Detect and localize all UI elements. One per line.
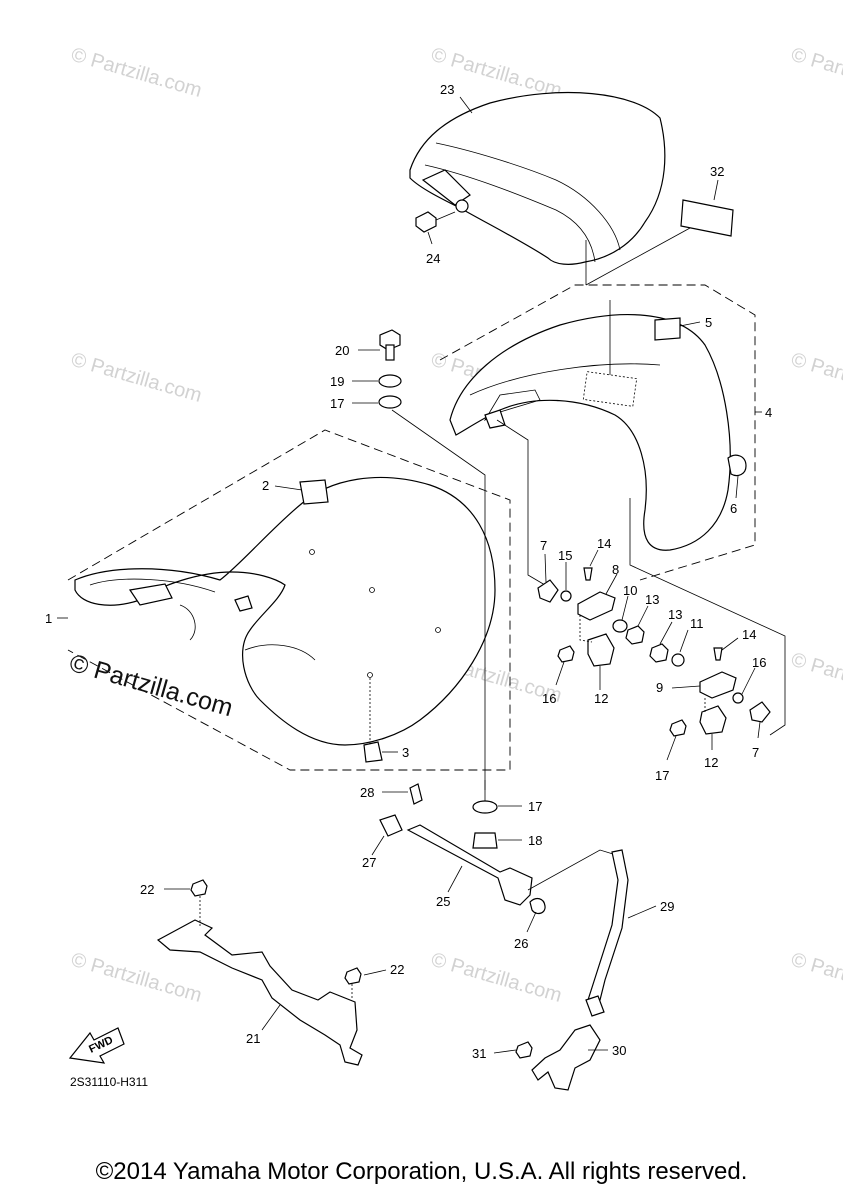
fwd-arrow-icon: FWD (68, 1027, 125, 1064)
watermark-main: © Partzilla.com (66, 649, 236, 722)
callout-22b: 22 (390, 962, 404, 977)
sleeve-27-part (379, 814, 403, 837)
holder-12-part (587, 633, 615, 667)
callout-5: 5 (705, 315, 712, 330)
bolt-22b-part (344, 967, 362, 985)
cable-29-part (587, 849, 629, 1007)
callout-29: 29 (660, 899, 674, 914)
callouts: 23 24 32 5 4 6 20 19 17 2 1 3 7 15 14 8 … (45, 82, 772, 1061)
bolt-16-part (557, 645, 575, 663)
rear-seat-part (409, 91, 666, 265)
watermark: © Partzilla.com (429, 949, 565, 1007)
bracket-21-part (156, 919, 363, 1066)
copyright-footer: ©2014 Yamaha Motor Corporation, U.S.A. A… (95, 1158, 748, 1185)
nut-13-part (625, 625, 645, 645)
watermark: © Partzilla.com (789, 349, 843, 407)
front-seat-part (74, 476, 496, 746)
washer-19-part (378, 374, 402, 388)
damper-3-part (363, 741, 383, 763)
callout-7b: 7 (752, 745, 759, 760)
callout-17: 17 (330, 396, 344, 411)
grommet-17-upper-part (378, 395, 402, 409)
callout-13: 13 (645, 592, 659, 607)
lock-9-part (699, 671, 737, 699)
cowl-assembly-boundary (439, 284, 756, 581)
callout-15: 15 (558, 548, 572, 563)
seat-cowl-part (449, 314, 731, 551)
callout-6: 6 (730, 501, 737, 516)
clip-28-part (409, 783, 423, 805)
clip-15b-part (732, 692, 744, 704)
screw-14-part (583, 567, 593, 581)
callout-21: 21 (246, 1031, 260, 1046)
bolt-16b-part (669, 719, 687, 737)
bolt-22-part (190, 879, 208, 897)
callout-19: 19 (330, 374, 344, 389)
grommet-17-lower-part (472, 800, 498, 814)
callout-14: 14 (597, 536, 611, 551)
watermark: © Partzilla.com (789, 649, 843, 707)
callout-25: 25 (436, 894, 450, 909)
callout-23: 23 (440, 82, 454, 97)
bolt-20-part (379, 329, 401, 361)
watermark: © Partzilla.com (69, 349, 205, 407)
bolt-31-part (515, 1041, 533, 1059)
callout-4: 4 (765, 405, 772, 420)
collar-18-part (472, 832, 498, 849)
callout-3: 3 (402, 745, 409, 760)
screw-14b-part (713, 647, 723, 661)
callout-12b: 12 (704, 755, 718, 770)
nut-13b-part (649, 643, 669, 663)
front-seat-boundary (67, 429, 511, 771)
callout-24: 24 (426, 251, 440, 266)
callout-14b: 14 (742, 627, 756, 642)
callout-28: 28 (360, 785, 374, 800)
callout-11: 11 (690, 616, 704, 631)
callout-15b: 16 (752, 655, 766, 670)
callout-27: 27 (362, 855, 376, 870)
watermark: © Partzilla.com (69, 44, 205, 102)
callout-16b: 17 (655, 768, 669, 783)
callout-22: 22 (140, 882, 154, 897)
lock-rod-25-part (406, 824, 533, 906)
collar-10-part (612, 619, 628, 633)
diagram-code: 2S31110-H311 (70, 1075, 148, 1089)
callout-20: 20 (335, 343, 349, 358)
callout-32: 32 (710, 164, 724, 179)
watermark: © Partzilla.com (69, 949, 205, 1007)
lock-8-part (577, 591, 616, 621)
callout-13b: 13 (668, 607, 682, 622)
callout-1: 1 (45, 611, 52, 626)
watermark: © Partzilla.com (789, 949, 843, 1007)
spring-26-part (529, 897, 546, 915)
bracket-7b-part (749, 701, 771, 723)
callout-10: 10 (623, 583, 637, 598)
spring-11-part (671, 653, 685, 667)
callout-2: 2 (262, 478, 269, 493)
callout-26: 26 (514, 936, 528, 951)
damper-6-part (727, 454, 747, 477)
bracket-7-part (537, 579, 559, 603)
callout-12: 12 (594, 691, 608, 706)
clip-15-part (560, 590, 572, 602)
callout-17b: 17 (528, 799, 542, 814)
bolt-24-part (415, 211, 456, 233)
watermark: © Partzilla.com (789, 44, 843, 102)
callout-16: 16 (542, 691, 556, 706)
callout-31: 31 (472, 1046, 486, 1061)
lever-30-part (531, 1024, 601, 1091)
label-32-part (680, 199, 734, 237)
callout-30: 30 (612, 1043, 626, 1058)
callout-18: 18 (528, 833, 542, 848)
callout-9: 9 (656, 680, 663, 695)
callout-8: 8 (612, 562, 619, 577)
holder-12b-part (699, 705, 727, 735)
callout-7: 7 (540, 538, 547, 553)
